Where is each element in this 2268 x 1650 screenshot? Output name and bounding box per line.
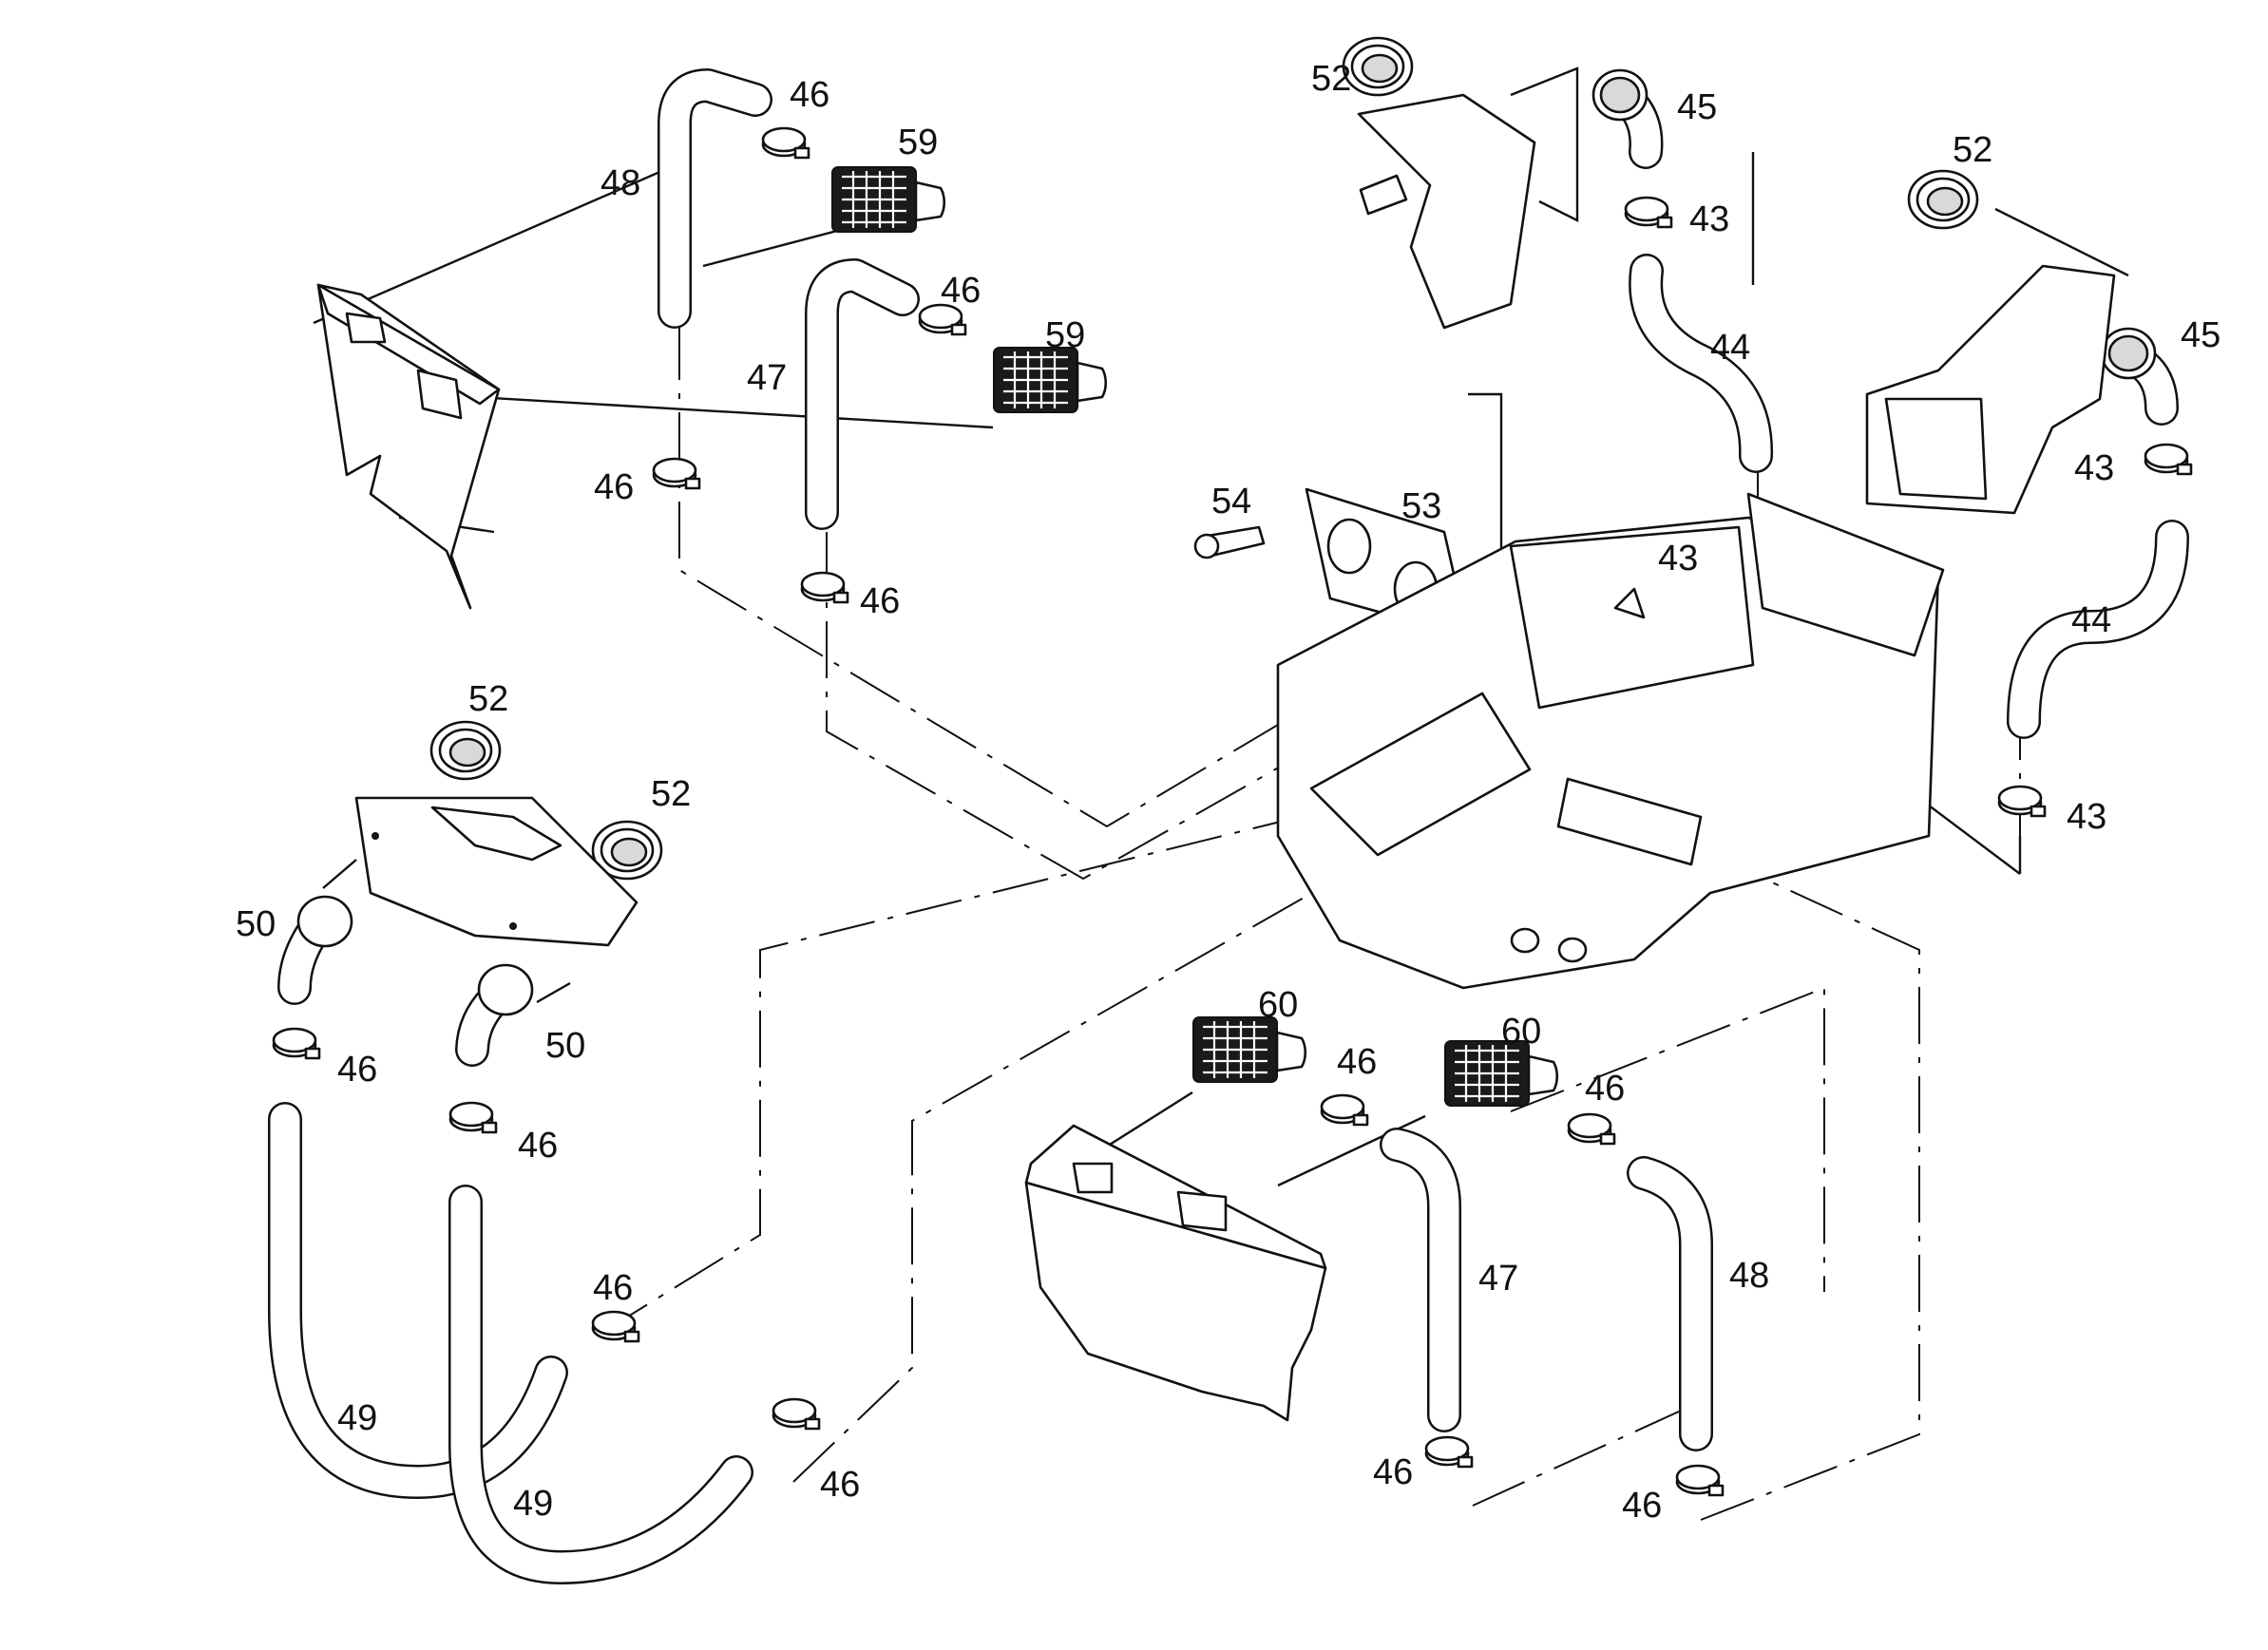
label-48-right: 48 [1729,1256,1769,1296]
label-46-d: 46 [860,581,900,621]
label-46-f: 46 [518,1126,558,1166]
label-47-left: 47 [747,358,787,398]
label-54: 54 [1211,482,1251,522]
label-46-b: 46 [941,271,981,311]
label-46-l: 46 [1622,1486,1662,1526]
label-46-j: 46 [820,1465,860,1505]
label-45-right: 45 [2181,315,2220,355]
label-52-left-a: 52 [468,679,508,719]
label-43-right-lower: 43 [2067,797,2106,837]
label-46-c: 46 [594,467,634,507]
label-60-a: 60 [1258,985,1298,1025]
label-50-a: 50 [236,904,276,944]
label-47-right: 47 [1478,1259,1518,1299]
elbows [277,68,2179,1067]
label-59-b: 59 [1045,315,1085,355]
label-45-top: 45 [1677,87,1717,127]
callouts: 52 45 43 44 52 45 43 43 44 43 46 59 48 4… [236,59,2220,1526]
lower-center-duct [1024,1124,1327,1422]
upper-right-bracket [1357,93,1536,330]
label-43-center: 43 [1658,539,1698,578]
cab-frame [1276,492,1945,990]
label-49-a: 49 [337,1398,377,1438]
label-44-right: 44 [2071,600,2111,640]
label-52-left-b: 52 [651,774,691,814]
label-44-top: 44 [1710,328,1750,368]
label-53: 53 [1401,486,1441,526]
hoses [268,68,2189,1584]
label-46-a: 46 [790,75,829,115]
label-46-e: 46 [337,1050,377,1090]
label-46-i: 46 [593,1268,633,1308]
right-duct-bracket [1865,264,2116,515]
left-side-duct [316,283,501,610]
label-50-b: 50 [545,1026,585,1066]
label-59-a: 59 [898,123,938,162]
label-46-k: 46 [1373,1452,1413,1492]
label-52-top: 52 [1311,59,1351,99]
lower-left-cover [354,796,638,947]
label-52-right: 52 [1953,130,1992,170]
label-46-h: 46 [1585,1069,1625,1109]
label-48-left: 48 [600,163,640,203]
label-49-b: 49 [513,1484,553,1524]
label-60-b: 60 [1501,1012,1541,1052]
label-43-top: 43 [1689,199,1729,239]
label-43-right-upper: 43 [2074,448,2114,488]
label-46-g: 46 [1337,1042,1377,1082]
